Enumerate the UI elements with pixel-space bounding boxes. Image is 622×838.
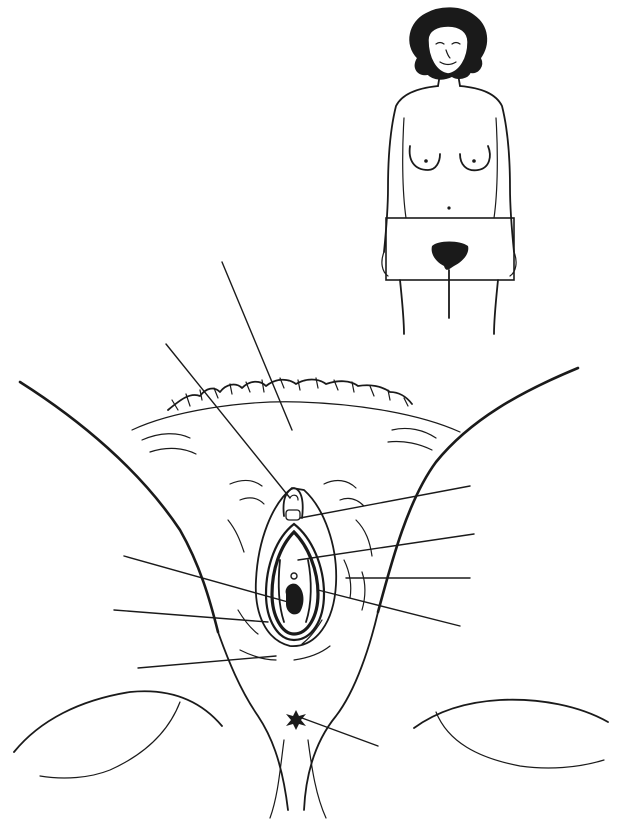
leader-urethra bbox=[298, 534, 474, 560]
leader-perineum bbox=[138, 656, 276, 668]
anus bbox=[286, 710, 306, 730]
right-lower-curve bbox=[414, 700, 608, 728]
gluteal-cleft-left bbox=[270, 740, 284, 818]
left-thigh-contour bbox=[20, 382, 218, 632]
leader-anus bbox=[302, 718, 378, 746]
main-view bbox=[14, 368, 608, 818]
leader-lines bbox=[114, 262, 474, 746]
labia-minora bbox=[266, 524, 324, 640]
inset-pubic-hair bbox=[432, 242, 469, 270]
right-thigh-contour bbox=[378, 368, 578, 612]
mons-contour bbox=[132, 402, 460, 432]
gluteal-cleft-right bbox=[308, 740, 326, 818]
inset-figure bbox=[382, 8, 516, 334]
leader-clitoral-hood bbox=[166, 344, 290, 498]
leader-urethral-opening bbox=[124, 556, 288, 602]
leader-labia-minora bbox=[318, 590, 460, 626]
leader-vaginal-opening bbox=[114, 610, 268, 622]
leader-clitoris bbox=[300, 486, 470, 518]
right-buttock-fold bbox=[436, 712, 604, 768]
inset-body bbox=[382, 74, 516, 334]
pubic-hair-line bbox=[168, 378, 412, 410]
right-buttock-contour bbox=[304, 612, 378, 810]
left-lower-curve bbox=[14, 691, 222, 752]
